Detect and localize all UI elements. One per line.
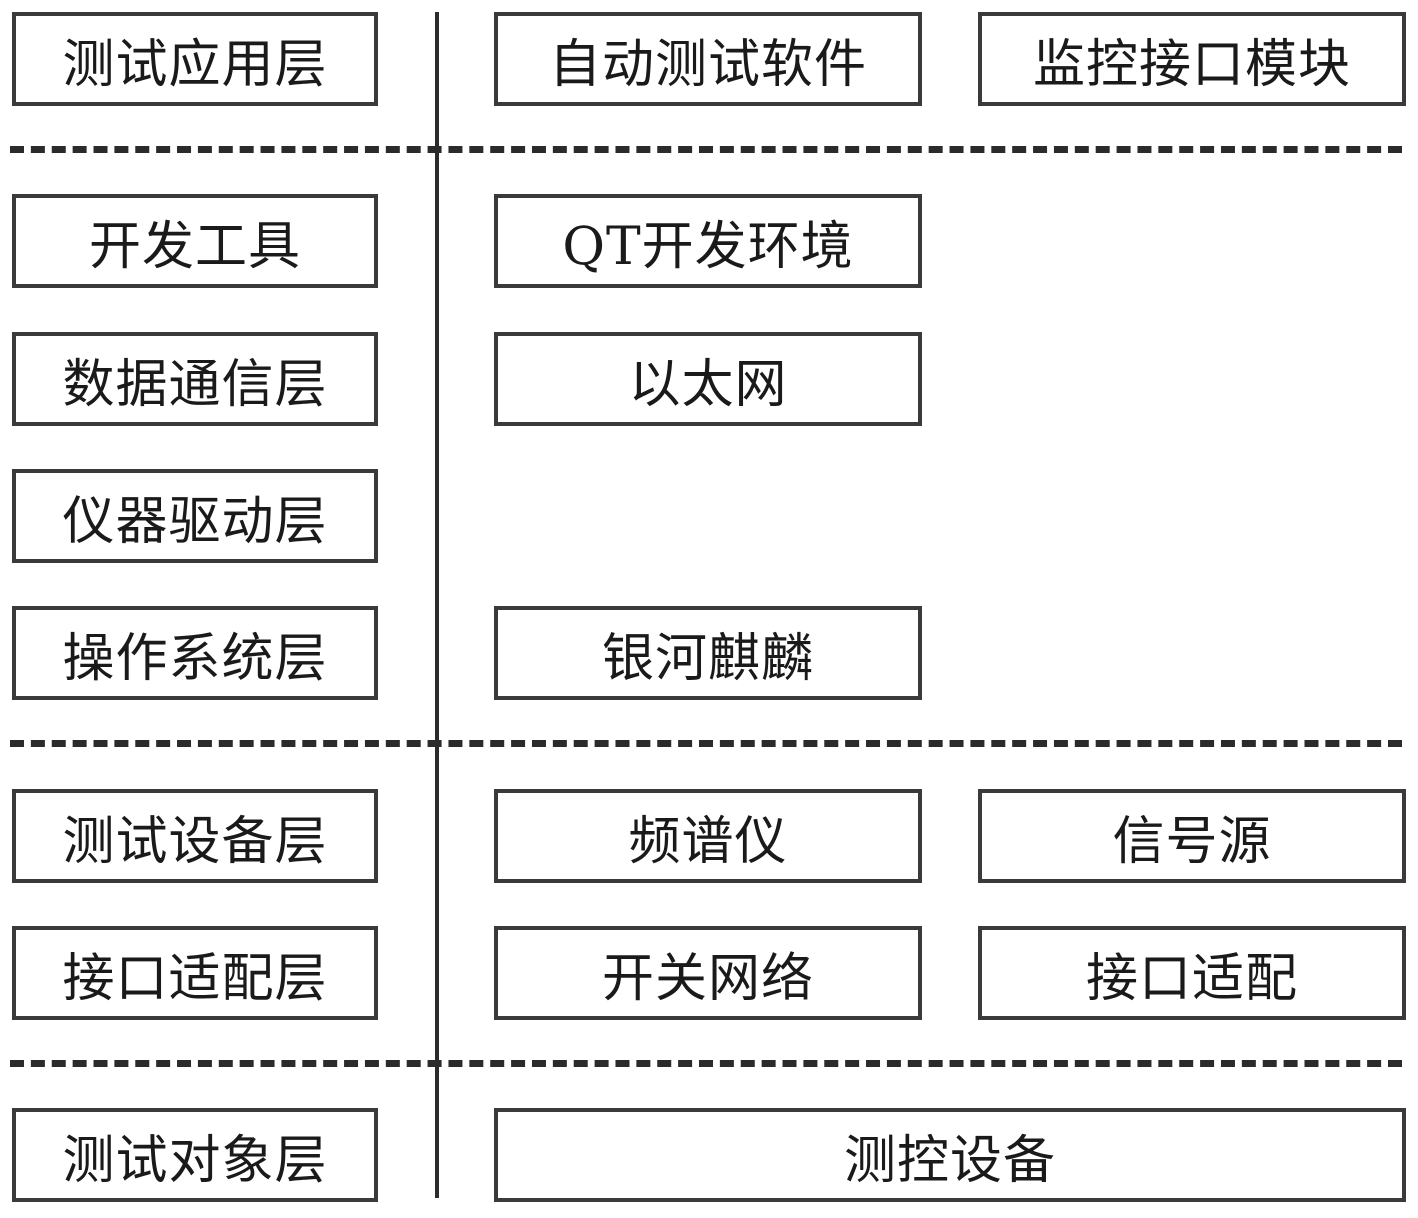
- component-signal-source-label: 信号源: [1112, 811, 1272, 872]
- layer-adapter: 接口适配层: [12, 926, 378, 1020]
- layer-os-label: 操作系统层: [62, 628, 328, 689]
- component-monitor-interface-label: 监控接口模块: [1032, 34, 1351, 95]
- layer-app: 测试应用层: [12, 12, 378, 106]
- layer-device: 测试设备层: [12, 789, 378, 883]
- component-interface-adapter: 接口适配: [978, 926, 1406, 1020]
- separator-middle: [10, 740, 1402, 747]
- separator-bottom: [10, 1060, 1402, 1067]
- component-interface-adapter-label: 接口适配: [1085, 948, 1298, 1009]
- component-tt-equipment: 测控设备: [494, 1108, 1406, 1202]
- layer-target-label: 测试对象层: [62, 1130, 328, 1191]
- layer-comm-label: 数据通信层: [62, 354, 328, 415]
- layer-driver-label: 仪器驱动层: [62, 491, 328, 552]
- component-kylin-label: 银河麒麟: [601, 628, 814, 689]
- component-switch-network: 开关网络: [494, 926, 922, 1020]
- layer-devtools-label: 开发工具: [88, 216, 301, 277]
- component-spectrum-analyzer-label: 频谱仪: [628, 811, 788, 872]
- component-kylin: 银河麒麟: [494, 606, 922, 700]
- component-ethernet-label: 以太网: [628, 354, 788, 415]
- layer-os: 操作系统层: [12, 606, 378, 700]
- layer-devtools: 开发工具: [12, 194, 378, 288]
- component-signal-source: 信号源: [978, 789, 1406, 883]
- layer-driver: 仪器驱动层: [12, 469, 378, 563]
- layer-comm: 数据通信层: [12, 332, 378, 426]
- component-tt-equipment-label: 测控设备: [843, 1130, 1056, 1191]
- component-qt-env: QT开发环境: [494, 194, 922, 288]
- component-spectrum-analyzer: 频谱仪: [494, 789, 922, 883]
- component-monitor-interface: 监控接口模块: [978, 12, 1406, 106]
- vertical-divider: [435, 12, 439, 1198]
- layer-target: 测试对象层: [12, 1108, 378, 1202]
- component-switch-network-label: 开关网络: [601, 948, 814, 1009]
- component-auto-test-software: 自动测试软件: [494, 12, 922, 106]
- component-auto-test-software-label: 自动测试软件: [548, 34, 867, 95]
- separator-top: [10, 146, 1402, 153]
- component-ethernet: 以太网: [494, 332, 922, 426]
- component-qt-env-label: QT开发环境: [562, 216, 854, 277]
- layer-device-label: 测试设备层: [62, 811, 328, 872]
- layer-adapter-label: 接口适配层: [62, 948, 328, 1009]
- layer-app-label: 测试应用层: [62, 34, 328, 95]
